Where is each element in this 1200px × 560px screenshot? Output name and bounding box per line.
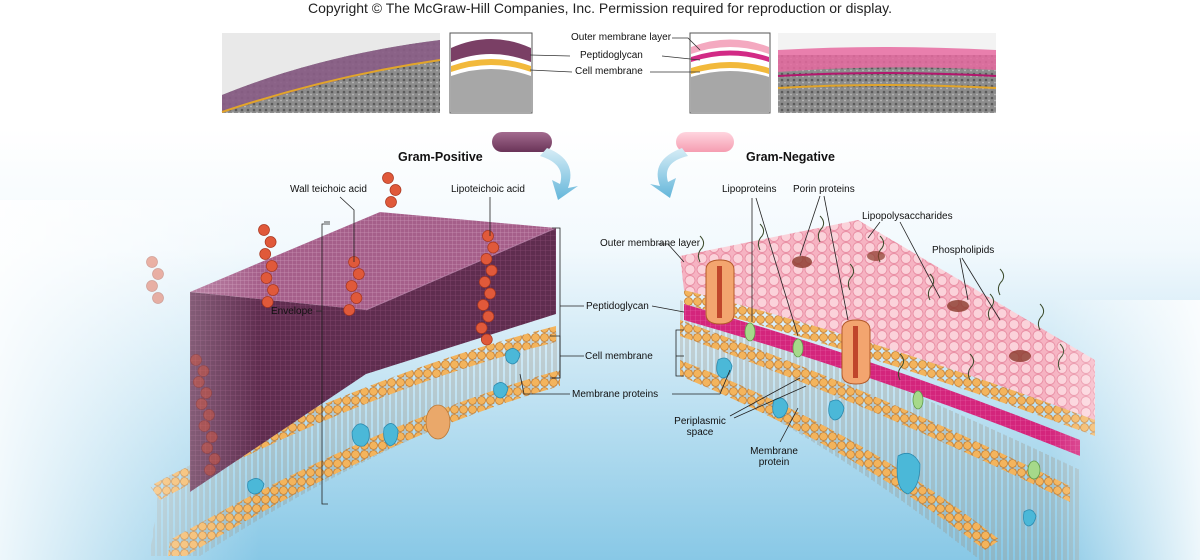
teichoic-bead (480, 333, 493, 346)
label-membrane-proteins: Membrane proteins (572, 389, 659, 400)
gram-negative-membrane-proteins (716, 357, 1037, 527)
teichoic-bead (482, 310, 495, 323)
teichoic-bead (204, 464, 216, 476)
teichoic-bead (200, 387, 213, 399)
micrograph-gram-positive (221, 33, 441, 113)
label-porin-proteins: Porin proteins (793, 184, 855, 195)
copyright-notice: Copyright © The McGraw-Hill Companies, I… (307, 0, 893, 16)
gram-negative-pill (676, 132, 734, 152)
teichoic-bead (265, 260, 278, 272)
periplasmic-line-1: Periplasmic (674, 416, 726, 427)
teichoic-bead (350, 292, 363, 304)
label-wall-teichoic-acid: Wall teichoic acid (290, 184, 367, 195)
label-leader-lines (316, 195, 1001, 505)
label-envelope: Envelope (271, 306, 313, 317)
teichoic-bead (152, 268, 164, 280)
membrane-protein-line-1: Membrane (750, 446, 798, 457)
teichoic-bead (267, 284, 279, 296)
teichoic-bead (146, 280, 158, 292)
label-lipoproteins: Lipoproteins (722, 184, 777, 195)
teichoic-bead (382, 172, 394, 184)
teichoic-bead (195, 398, 208, 410)
gram-negative-title: Gram-Negative (746, 150, 835, 164)
teichoic-acid-chains (146, 172, 500, 476)
teichoic-bead (260, 272, 273, 284)
lipoprotein-shapes (744, 322, 1041, 480)
gram-negative-peptidoglycan (684, 304, 1080, 456)
teichoic-bead (198, 420, 211, 432)
teichoic-bead (352, 268, 365, 280)
label-phospholipids: Phospholipids (932, 245, 995, 256)
legend-outer-membrane-layer: Outer membrane layer (571, 32, 672, 43)
gram-positive-membrane-proteins (247, 348, 521, 495)
label-peptidoglycan: Peptidoglycan (586, 301, 649, 312)
label-lipopolysaccharides: Lipopolysaccharides (862, 211, 953, 222)
teichoic-bead (192, 376, 205, 388)
left-fade (0, 200, 260, 560)
teichoic-bead (487, 241, 500, 254)
teichoic-bead (152, 292, 164, 304)
legend-leader-lines (529, 37, 701, 73)
periplasmic-line-2: space (686, 427, 714, 438)
teichoic-bead (205, 431, 218, 443)
teichoic-bead (389, 184, 402, 196)
gram-negative-arrow (650, 148, 688, 198)
gram-positive-arrow (540, 148, 578, 200)
right-fade (1050, 300, 1200, 560)
teichoic-bead (259, 248, 272, 260)
membrane-protein-line-2: protein (758, 457, 790, 468)
teichoic-bead (475, 322, 488, 334)
porin-proteins (705, 251, 1031, 385)
teichoic-bead (203, 409, 215, 421)
teichoic-bead (261, 296, 274, 308)
teichoic-bead (258, 224, 270, 236)
legend-peptidoglycan: Peptidoglycan (580, 50, 643, 61)
micrograph-gram-negative (777, 33, 997, 113)
teichoic-bead (480, 253, 493, 265)
lipopolysaccharide-strands (697, 215, 1065, 381)
teichoic-bead (343, 304, 356, 316)
schematic-gram-positive (449, 32, 533, 114)
teichoic-bead (190, 354, 202, 366)
teichoic-bead (482, 230, 494, 242)
teichoic-bead (208, 453, 221, 465)
teichoic-bead (385, 196, 397, 208)
teichoic-bead (197, 365, 210, 377)
label-outer-membrane-layer: Outer membrane layer (600, 238, 701, 249)
teichoic-bead (477, 299, 490, 311)
teichoic-bead (201, 442, 214, 454)
label-periplasmic-space: Periplasmic space (672, 416, 728, 438)
teichoic-bead (345, 280, 358, 292)
schematic-gram-negative (689, 32, 771, 114)
teichoic-bead (146, 256, 158, 268)
gram-negative-cell-membrane (680, 300, 1080, 560)
gram-positive-title: Gram-Positive (398, 150, 483, 164)
label-membrane-protein: Membrane protein (748, 446, 800, 468)
teichoic-bead (478, 276, 491, 288)
label-lipoteichoic-acid: Lipoteichoic acid (451, 184, 525, 195)
teichoic-bead (264, 236, 277, 248)
gram-negative-outer-membrane (680, 220, 1095, 436)
teichoic-bead (484, 287, 496, 300)
label-cell-membrane: Cell membrane (585, 351, 653, 362)
teichoic-bead (485, 264, 498, 277)
gram-positive-pill (492, 132, 552, 152)
legend-cell-membrane: Cell membrane (575, 66, 643, 77)
